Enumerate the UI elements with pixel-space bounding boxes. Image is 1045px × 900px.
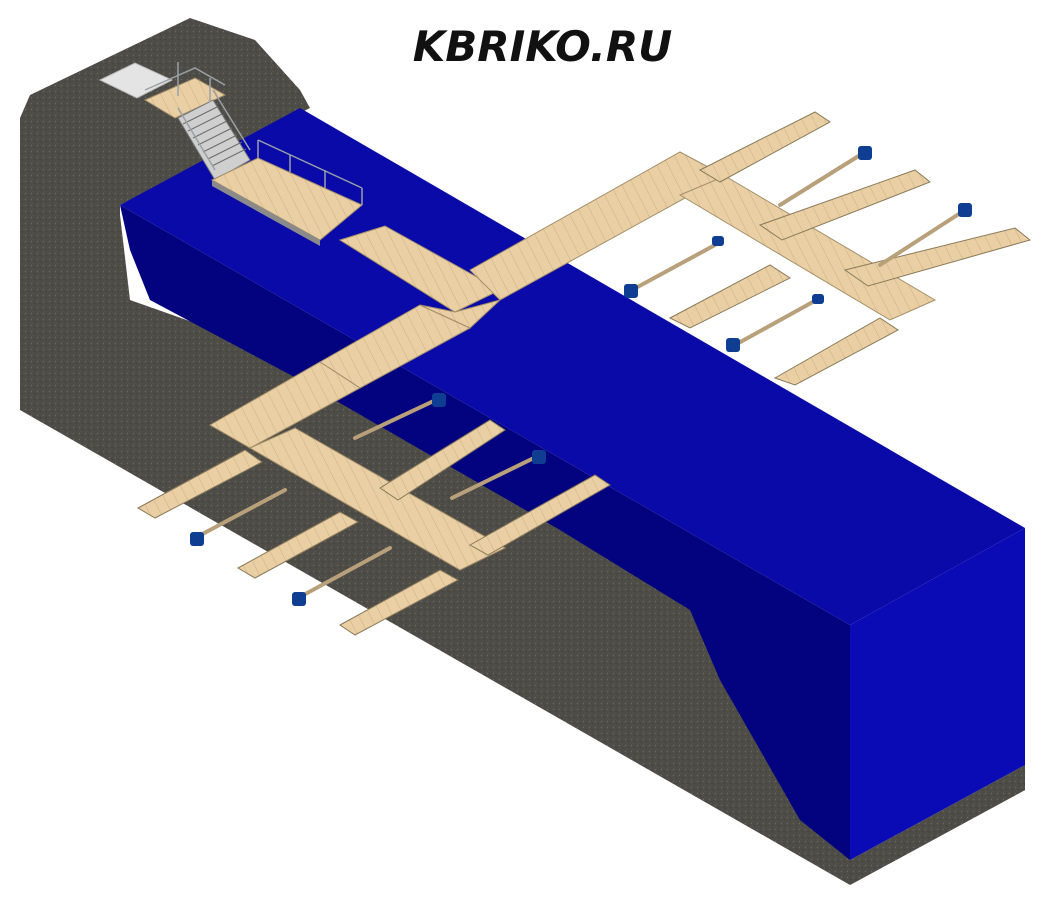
lower-finger-4 — [379, 419, 506, 501]
lower-finger-5 — [468, 474, 611, 556]
water-top-face — [120, 108, 1025, 625]
lower-finger-3 — [339, 569, 460, 636]
upper-finger-3 — [843, 227, 1032, 287]
walkway-segment-2 — [469, 151, 727, 301]
lower-finger-1 — [136, 449, 263, 519]
upper-finger-4 — [668, 264, 792, 329]
lower-cross-deck — [248, 427, 507, 571]
lower-finger-piers — [136, 393, 611, 636]
upper-finger-piers — [624, 111, 1032, 386]
float-icon — [624, 146, 972, 352]
gangway-platform — [210, 139, 363, 246]
walkway-segment-4 — [208, 361, 361, 449]
stairs-icon — [177, 99, 251, 181]
railing-icon — [144, 62, 251, 171]
water-front-face — [850, 528, 1025, 860]
float-icon — [190, 393, 546, 606]
page-title: KBRIKO.RU — [412, 22, 673, 71]
shore-concrete-pad — [98, 62, 174, 99]
gangway-icon — [257, 139, 363, 205]
upper-finger-5 — [773, 317, 899, 386]
ground-right-strip — [850, 765, 1025, 885]
water-side-face — [120, 205, 850, 860]
upper-finger-2 — [758, 169, 931, 241]
lower-finger-2 — [236, 511, 360, 579]
upper-finger-1 — [698, 111, 831, 183]
walkway-segment-5 — [419, 299, 501, 329]
water-body — [120, 108, 1025, 860]
shore-landing — [143, 62, 251, 181]
